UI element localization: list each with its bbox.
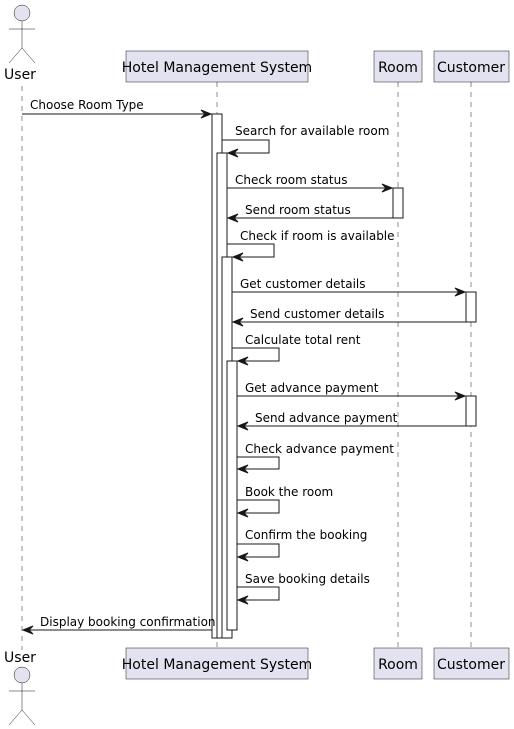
participant-label: User <box>4 67 36 83</box>
message-label: Send advance payment <box>255 411 398 425</box>
actor-body-icon <box>8 21 36 64</box>
message-label: Send customer details <box>250 307 384 321</box>
actor-body-icon <box>8 683 36 726</box>
participant-label: Hotel Management System <box>122 657 312 673</box>
message-calculate-total-rent: Calculate total rent <box>232 333 361 366</box>
message-check-advance-payment: Check advance payment <box>236 442 394 474</box>
arrow-head-icon <box>236 356 249 366</box>
arrow-head-icon <box>21 625 34 635</box>
message-label: Check advance payment <box>245 442 394 456</box>
message-label: Get advance payment <box>245 381 379 395</box>
message-line <box>227 243 275 258</box>
message-label: Check if room is available <box>240 229 395 243</box>
arrow-head-icon <box>231 317 244 327</box>
arrow-head-icon <box>236 421 249 431</box>
message-label: Search for available room <box>235 124 389 138</box>
actor-head-icon <box>13 666 31 684</box>
participant-customer-bottom: Customer <box>433 647 510 680</box>
message-search-available-room: Search for available room <box>222 124 389 158</box>
participant-label: Hotel Management System <box>122 60 312 76</box>
message-label: Calculate total rent <box>245 333 361 347</box>
message-label: Check room status <box>235 173 347 187</box>
participant-label: Customer <box>437 657 505 673</box>
participant-room-top: Room <box>373 50 423 83</box>
message-book-the-room: Book the room <box>236 485 333 518</box>
message-line <box>232 347 280 362</box>
participant-box <box>125 647 309 680</box>
participant-label: Room <box>378 657 418 673</box>
participant-hms-bottom: Hotel Management System <box>122 647 312 680</box>
participant-label: Customer <box>437 60 505 76</box>
message-send-room-status: Send room status <box>226 203 393 223</box>
arrow-head-icon <box>236 552 249 562</box>
arrow-head-icon <box>236 464 249 474</box>
message-check-room-status: Check room status <box>227 173 394 193</box>
message-label: Confirm the booking <box>245 528 367 542</box>
activation-room <box>392 187 404 219</box>
activation-customer-1 <box>465 291 477 323</box>
message-choose-room-type: Choose Room Type <box>22 98 213 119</box>
message-label: Save booking details <box>245 572 370 586</box>
message-line <box>237 543 280 558</box>
message-check-room-available: Check if room is available <box>227 229 395 262</box>
arrow-head-icon <box>231 252 244 262</box>
participant-box <box>125 50 309 83</box>
message-confirm-the-booking: Confirm the booking <box>236 528 367 562</box>
arrow-head-icon <box>381 183 394 193</box>
message-send-advance-payment: Send advance payment <box>236 411 466 431</box>
arrow-head-icon <box>454 391 467 401</box>
message-get-advance-payment: Get advance payment <box>237 381 467 401</box>
message-label: Book the room <box>245 485 333 499</box>
participant-customer-top: Customer <box>433 50 510 83</box>
message-line <box>237 499 280 514</box>
message-get-customer-details: Get customer details <box>232 277 467 297</box>
message-send-customer-details: Send customer details <box>231 307 466 327</box>
message-line <box>222 139 270 154</box>
message-label: Choose Room Type <box>30 98 144 112</box>
arrow-head-icon <box>226 213 239 223</box>
participant-box <box>373 50 423 83</box>
message-line <box>237 586 280 601</box>
arrow-head-icon <box>236 508 249 518</box>
arrow-head-icon <box>236 595 249 605</box>
actor-user-bottom: User <box>4 650 36 726</box>
arrow-head-icon <box>226 148 239 158</box>
activation-customer-2 <box>465 395 477 427</box>
message-label: Get customer details <box>240 277 366 291</box>
message-line <box>237 456 280 470</box>
activation-hms-4 <box>226 360 238 631</box>
message-label: Send room status <box>245 203 351 217</box>
participant-box <box>373 647 423 680</box>
participant-hms-top: Hotel Management System <box>122 50 312 83</box>
participant-label: Room <box>378 60 418 76</box>
actor-head-icon <box>13 4 31 22</box>
actor-user-top: User <box>4 4 36 83</box>
message-save-booking-details: Save booking details <box>236 572 370 605</box>
participant-box <box>433 647 510 680</box>
participant-box <box>433 50 510 83</box>
participant-label: User <box>4 650 36 666</box>
message-label: Display booking confirmation <box>40 615 216 629</box>
participant-room-bottom: Room <box>373 647 423 680</box>
arrow-head-icon <box>454 287 467 297</box>
arrow-head-icon <box>200 109 213 119</box>
message-display-booking-confirmation: Display booking confirmation <box>21 615 216 635</box>
